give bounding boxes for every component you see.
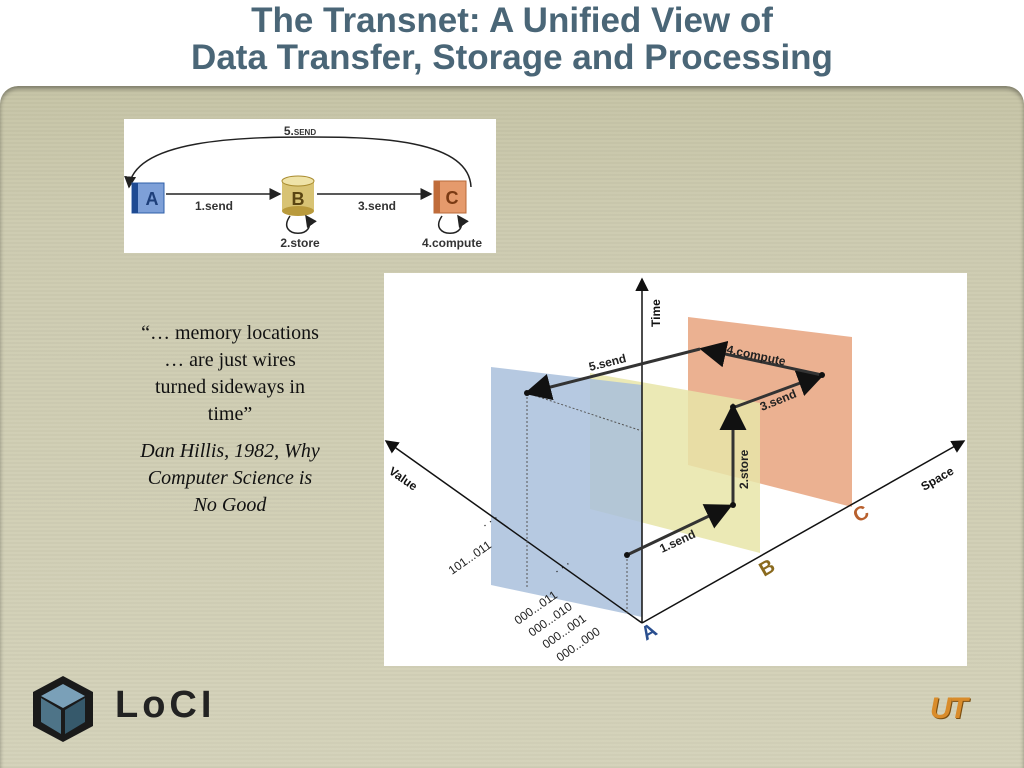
space-axis xyxy=(641,440,966,624)
quote-text: “… memory locations … are just wires tur… xyxy=(141,322,319,425)
node-b: B xyxy=(281,175,315,216)
store2-label: 2.store xyxy=(280,236,320,250)
path-dot-b2 xyxy=(730,404,736,410)
path-send5 xyxy=(524,347,701,401)
loci-logo-text: LoCI xyxy=(115,684,216,726)
path-start-dot xyxy=(624,552,630,558)
send5-label: 5.send xyxy=(284,124,316,138)
path-end-dot xyxy=(524,390,530,396)
path-dot-c xyxy=(819,372,825,378)
value-axis xyxy=(384,440,643,624)
top-diagram-svg: 5.send A 1.send B 2.store 3.send C 4.com… xyxy=(124,124,482,250)
node-a: A xyxy=(131,182,165,214)
top-diagram: 5.send A 1.send B 2.store 3.send C 4.com… xyxy=(124,119,496,253)
value-label-0: 101...011 xyxy=(446,538,495,578)
send3-label: 3.send xyxy=(358,199,396,213)
path-store2-label: 2.store xyxy=(737,449,751,489)
plane-a xyxy=(491,367,642,617)
transnet-3d-diagram: Time Space Value A B C . . . 101...011 .… xyxy=(384,273,967,666)
space-axis-label: Space xyxy=(919,464,957,494)
title-line-1: The Transnet: A Unified View of xyxy=(251,1,773,40)
store2-loop xyxy=(286,214,317,234)
plane-b-label: B xyxy=(756,555,780,581)
time-axis-label: Time xyxy=(649,299,663,327)
ut-logo: UT xyxy=(930,692,968,725)
value-axis-label: Value xyxy=(386,464,420,494)
loci-cube-icon xyxy=(33,676,93,742)
title-line-2: Data Transfer, Storage and Processing xyxy=(191,38,833,78)
path-send1 xyxy=(626,504,733,557)
path-dot-b1 xyxy=(730,502,736,508)
quote-block: “… memory locations … are just wires tur… xyxy=(140,320,320,529)
plane-c-label: C xyxy=(850,501,874,527)
path-send3 xyxy=(734,370,825,409)
node-c-label: C xyxy=(446,188,459,208)
node-b-label: B xyxy=(292,189,305,209)
path-compute4 xyxy=(699,340,823,377)
node-a-label: A xyxy=(146,189,159,209)
node-c: C xyxy=(433,180,467,214)
compute4-label: 4.compute xyxy=(422,236,482,250)
transnet-3d-svg: Time Space Value A B C . . . 101...011 .… xyxy=(384,277,966,664)
compute4-loop xyxy=(438,214,469,234)
quote-attribution: Dan Hillis, 1982, Why Computer Science i… xyxy=(140,440,320,516)
send1-label: 1.send xyxy=(195,199,233,213)
slide-title: The Transnet: A Unified View of Data Tra… xyxy=(0,2,1024,77)
send5-arc xyxy=(124,136,472,189)
